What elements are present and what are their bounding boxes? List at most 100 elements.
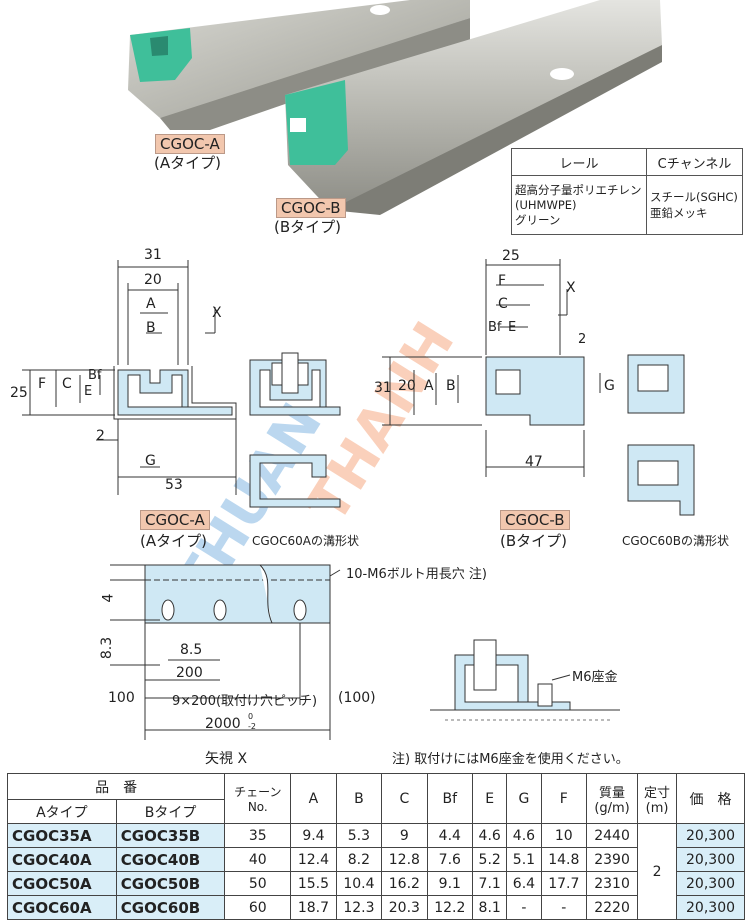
dim-a-E: E xyxy=(84,384,93,399)
cell: 17.7 xyxy=(540,871,588,896)
dim-b-E: E xyxy=(508,320,517,335)
slot-note: 10-M6ボルト用長穴 注) xyxy=(346,567,487,582)
material-table: レール Cチャンネル 超高分子量ポリエチレン (UHMWPE) グリーン スチー… xyxy=(510,148,743,235)
price: 20,300 xyxy=(676,895,745,920)
drawing-a-sub: (Aタイプ) xyxy=(140,532,207,550)
washer-label: M6座金 xyxy=(572,670,618,685)
dim-a-53: 53 xyxy=(165,477,183,493)
dim-side-83: 8.3 xyxy=(99,636,116,660)
col-mass: 質量(g/m) xyxy=(586,773,639,824)
col-G: G xyxy=(506,773,542,824)
view-label: 矢視 X xyxy=(205,751,248,767)
cell: 50 xyxy=(224,871,292,896)
col-C: C xyxy=(381,773,428,824)
cell: 20.3 xyxy=(381,895,428,920)
dim-b-25: 25 xyxy=(502,248,520,264)
cell: 16.2 xyxy=(381,871,428,896)
col-E: E xyxy=(472,773,508,824)
photo-label-a: CGOC-A xyxy=(155,134,225,154)
price: 20,300 xyxy=(676,871,745,896)
part-b: CGOC60B xyxy=(115,895,226,920)
cell: 18.7 xyxy=(290,895,337,920)
dim-side-100: 100 xyxy=(108,690,135,706)
cell: 60 xyxy=(224,895,292,920)
dim-b-A: A xyxy=(424,378,434,394)
cell: 9 xyxy=(381,823,428,848)
col-no-label: No. xyxy=(247,800,268,814)
cell: 12.4 xyxy=(290,847,337,872)
col-A: A xyxy=(290,773,337,824)
dim-b-20: 20 xyxy=(398,378,416,394)
table-row: CGOC50A CGOC50B 50 15.5 10.4 16.2 9.1 7.… xyxy=(7,871,745,896)
dim-side-85: 8.5 xyxy=(180,642,203,658)
cell: 12.8 xyxy=(381,847,428,872)
cell: 12.2 xyxy=(426,895,474,920)
side-view-diagram xyxy=(110,564,620,740)
dim-b-31: 31 xyxy=(374,380,392,396)
cell: 4.6 xyxy=(472,823,508,848)
price: 20,300 xyxy=(676,847,745,872)
material-channel-line: スチール(SGHC) xyxy=(650,190,738,204)
col-Bf: Bf xyxy=(426,773,474,824)
cell: 40 xyxy=(224,847,292,872)
photo-label-b: CGOC-B xyxy=(276,198,346,218)
dim-a-B: B xyxy=(146,320,156,336)
drawing-a-label: CGOC-A xyxy=(140,510,210,530)
cell: 10.4 xyxy=(335,871,383,896)
dim-a-20: 20 xyxy=(144,272,162,288)
col-price: 価 格 xyxy=(676,773,745,824)
drawing-a-diagram xyxy=(22,259,695,516)
cell: 6.4 xyxy=(506,871,542,896)
cell: - xyxy=(506,895,542,920)
cell: 5.2 xyxy=(472,847,508,872)
cell: 35 xyxy=(224,823,292,848)
material-channel-line: 亜鉛メッキ xyxy=(650,206,708,220)
dim-a-A: A xyxy=(146,296,156,312)
part-a: CGOC60A xyxy=(7,895,117,920)
cell: 14.8 xyxy=(540,847,588,872)
dim-b-2: 2 xyxy=(578,332,587,347)
cell: 15.5 xyxy=(290,871,337,896)
dim-b-X: X xyxy=(566,280,576,296)
col-part: 品 番 xyxy=(6,773,226,800)
dim-a-X: X xyxy=(212,305,222,321)
material-header-rail: レール xyxy=(510,148,648,176)
part-a: CGOC35A xyxy=(7,823,117,848)
part-b: CGOC40B xyxy=(115,847,226,872)
cell: 7.6 xyxy=(426,847,474,872)
section-b-label: CGOC60Bの溝形状 xyxy=(622,534,730,548)
col-mass-label: 質量 xyxy=(599,785,626,801)
cell: 12.3 xyxy=(335,895,383,920)
dim-side-pitch: 9×200(取付け穴ピッチ) xyxy=(172,694,318,709)
part-a: CGOC50A xyxy=(7,871,117,896)
dim-a-25: 25 xyxy=(10,385,28,401)
cell: 7.1 xyxy=(472,871,508,896)
tol-top: 0 xyxy=(248,712,254,721)
cell: 10 xyxy=(540,823,588,848)
photo-sub-a: (Aタイプ) xyxy=(154,154,221,172)
dim-b-F: F xyxy=(498,273,507,289)
drawing-b-label: CGOC-B xyxy=(500,510,570,530)
product-photo xyxy=(128,0,662,215)
dim-b-B: B xyxy=(446,378,456,394)
dim-a-Bf: Bf xyxy=(88,368,102,383)
cell: 5.1 xyxy=(506,847,542,872)
tol-bot: -2 xyxy=(248,722,256,731)
dim-b-C: C xyxy=(498,296,508,312)
col-chain-label: チェーン xyxy=(234,785,282,799)
part-b: CGOC50B xyxy=(115,871,226,896)
col-std: 定寸(m) xyxy=(637,773,678,824)
dim-side-200: 200 xyxy=(176,665,203,681)
material-rail-line: グリーン xyxy=(515,213,561,227)
cell: 8.2 xyxy=(335,847,383,872)
cell: 2390 xyxy=(586,847,639,872)
part-a: CGOC40A xyxy=(7,847,117,872)
col-std-unit: (m) xyxy=(645,800,669,816)
dim-a-G: G xyxy=(145,453,156,469)
part-b: CGOC35B xyxy=(115,823,226,848)
dim-side-length: 2000 xyxy=(205,716,241,732)
col-mass-unit: (g/m) xyxy=(594,800,630,816)
cell: 9.1 xyxy=(426,871,474,896)
col-B: B xyxy=(335,773,383,824)
